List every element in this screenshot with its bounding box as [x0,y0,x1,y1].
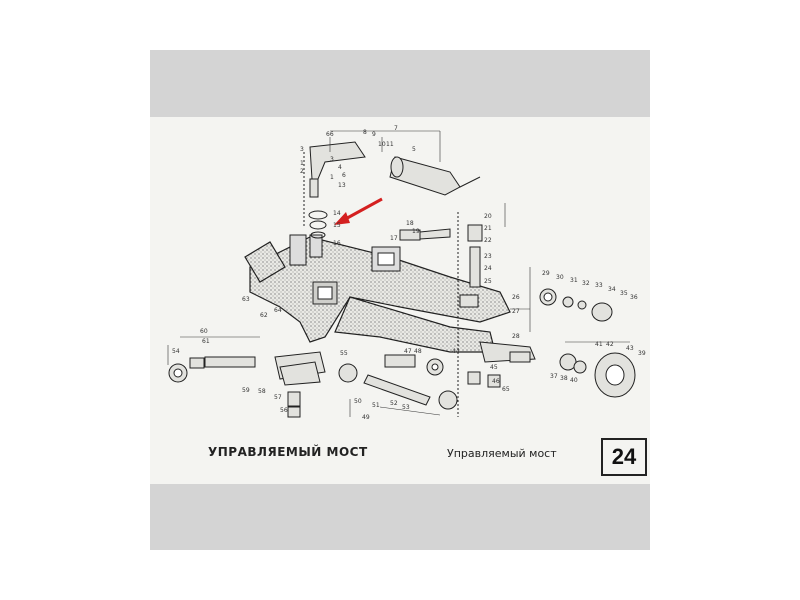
part-label: 41 [595,341,603,348]
steering-cylinder [309,141,481,198]
steering-axle-exploded-diagram: 66 8 9 7 10 11 5 3 1 2 4 6 13 3 1 14 15 … [167,125,646,421]
part-label: 33 [595,282,603,289]
part-label: 3 [300,146,304,153]
part-label: 32 [582,280,590,287]
part-label: 1 [330,174,334,181]
part-label: 13 [338,182,346,189]
part-label: 21 [484,225,492,232]
part-label: 57 [274,394,282,401]
leader-lines [167,130,630,417]
part-label: 3 [330,156,334,163]
right-kingpin-column [457,212,483,417]
axle-beam [244,236,511,353]
part-label: 29 [542,270,550,277]
part-label: 66 [326,131,334,138]
part-label: 25 [484,278,492,285]
part-label: 53 [402,404,410,411]
part-label: 28 [512,333,520,340]
part-label: 17 [390,235,398,242]
kingpin-washers [303,152,328,239]
part-label: 40 [570,377,578,384]
part-label: 5 [412,146,416,153]
part-label: 44 [452,348,460,355]
part-label: 59 [242,387,250,394]
part-label: 2 [300,168,304,175]
part-label: 52 [390,400,398,407]
part-label: 19 [412,228,420,235]
part-label: 9 [372,131,376,138]
part-label: 35 [620,290,628,297]
part-label: 63 [242,296,250,303]
part-label: 20 [484,213,492,220]
page-number-box: 24 [601,438,647,476]
part-label: 22 [484,237,492,244]
part-label: 6 [342,172,346,179]
part-label: 43 [626,345,634,352]
part-label: 55 [340,350,348,357]
part-label: 48 [414,348,422,355]
part-label: 15 [333,222,341,229]
part-label: 11 [386,141,394,148]
right-wheel-hub [539,288,636,398]
part-label: 10 [378,141,386,148]
part-label: 37 [550,373,558,380]
part-label: 18 [406,220,414,227]
top-gray-band [150,50,650,117]
part-label: 64 [274,307,282,314]
parts-diagram-sheet: 66 8 9 7 10 11 5 3 1 2 4 6 13 3 1 14 15 … [150,117,650,484]
part-label: 8 [363,129,367,136]
center-bracket [371,246,401,272]
part-label: 51 [372,402,380,409]
center-tie-rod [338,354,501,410]
diagram-title: Управляемый мост [447,447,557,460]
part-label: 50 [354,398,362,405]
part-label: 49 [362,414,370,421]
part-label: 39 [638,350,646,357]
part-label: 54 [172,348,180,355]
part-label: 56 [280,407,288,414]
part-label: 58 [258,388,266,395]
right-steering-knuckle [479,341,536,363]
part-label: 36 [630,294,638,301]
part-label: 38 [560,375,568,382]
part-label: 42 [606,341,614,348]
part-label: 4 [338,164,342,171]
part-label: 30 [556,274,564,281]
left-pivot-block [289,234,338,305]
diagram-title-caps: УПРАВЛЯЕМЫЙ МОСТ [208,445,368,459]
part-label: 27 [512,308,520,315]
part-label: 45 [490,364,498,371]
part-number-labels: 66 8 9 7 10 11 5 3 1 2 4 6 13 3 1 14 15 … [172,125,646,421]
part-label: 23 [484,253,492,260]
part-label: 1 [300,160,304,167]
bottom-gray-band [150,484,650,550]
part-label: 61 [202,338,210,345]
part-label: 31 [570,277,578,284]
part-label: 46 [492,378,500,385]
part-label: 16 [333,240,341,247]
red-pointer-arrow [334,197,383,225]
part-label: 7 [394,125,398,132]
part-label: 14 [333,210,341,217]
part-label: 65 [502,386,510,393]
part-label: 34 [608,286,616,293]
part-label: 26 [512,294,520,301]
part-label: 62 [260,312,268,319]
part-label: 47 [404,348,412,355]
part-label: 24 [484,265,492,272]
lower-left-parts [279,361,321,418]
part-label: 60 [200,328,208,335]
pivot-pin [399,228,451,241]
